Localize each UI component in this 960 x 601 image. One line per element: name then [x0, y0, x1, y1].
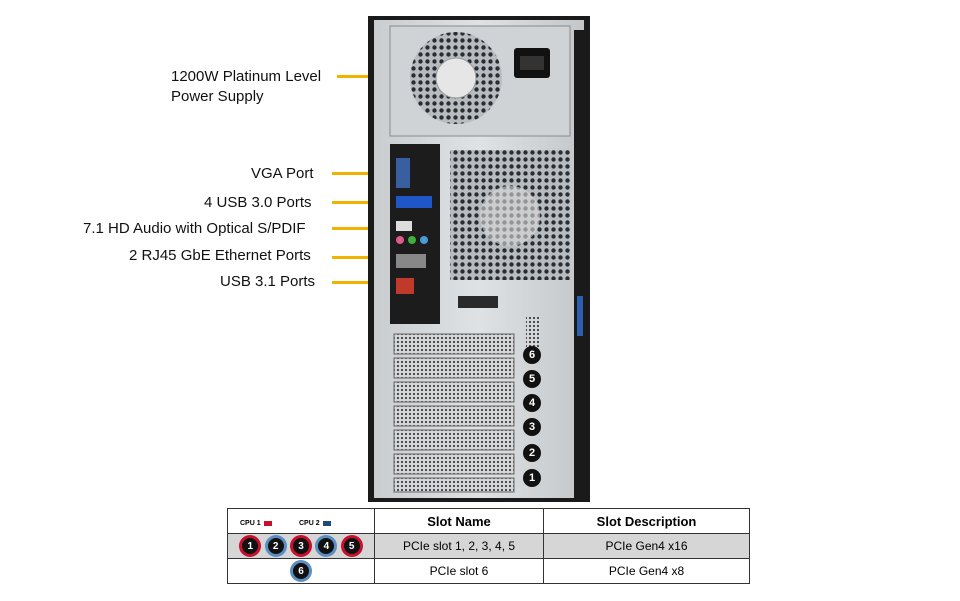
- slot-badge-3: 3: [523, 418, 541, 436]
- callout-power-supply-line1: 1200W Platinum Level: [171, 68, 322, 85]
- row1-slot-name: PCIe slot 1, 2, 3, 4, 5: [374, 533, 544, 559]
- row1-badges: 1 2 3 4 5: [227, 533, 375, 559]
- table-badge: 1: [242, 538, 259, 554]
- cpu2-legend: CPU 2: [299, 520, 331, 527]
- cpu2-legend-label: CPU 2: [298, 520, 320, 527]
- callout-usb30: 4 USB 3.0 Ports: [204, 194, 312, 211]
- callout-power-supply: 1200W Platinum Level Power Supply: [171, 67, 321, 107]
- pcie-slot-table: CPU 1 CPU 2 Slot Name Slot Description 1…: [227, 508, 750, 584]
- row2-slot-name: PCIe slot 6: [374, 558, 544, 584]
- row2-badges: 6: [227, 558, 375, 584]
- slot-badge-6: 6: [523, 346, 541, 364]
- slot-badge-2: 2: [523, 444, 541, 462]
- cpu1-legend-label: CPU 1: [240, 520, 261, 527]
- callout-ethernet: 2 RJ45 GbE Ethernet Ports: [129, 247, 311, 264]
- header-slot-name: Slot Name: [374, 508, 544, 534]
- table-badge: 3: [293, 538, 309, 554]
- table-header-row: CPU 1 CPU 2 Slot Name Slot Description: [227, 508, 750, 534]
- cpu1-legend: CPU 1: [240, 520, 272, 527]
- server-chassis-rear-view: 6 5 4 3 2 1: [368, 16, 590, 502]
- callout-line-usb31: [332, 281, 392, 284]
- table-badge: 6: [293, 563, 309, 579]
- table-row: 1 2 3 4 5 PCIe slot 1, 2, 3, 4, 5 PCIe G…: [227, 533, 750, 559]
- chassis-drawing: [368, 16, 590, 502]
- slot-badge-1: 1: [523, 469, 541, 487]
- callout-line-usb30: [332, 201, 392, 204]
- slot-badge-4: 4: [523, 394, 541, 412]
- callout-power-supply-line2: Power Supply: [171, 88, 264, 105]
- header-slot-description: Slot Description: [543, 508, 750, 534]
- table-badge: 4: [318, 538, 335, 554]
- cpu1-swatch: [263, 521, 272, 526]
- callout-vga: VGA Port: [251, 165, 314, 182]
- callout-line-audio: [332, 227, 392, 230]
- table-badge: 2: [267, 538, 284, 554]
- row1-slot-description: PCIe Gen4 x16: [543, 533, 750, 559]
- callout-audio: 7.1 HD Audio with Optical S/PDIF: [83, 220, 306, 237]
- row2-slot-description: PCIe Gen4 x8: [543, 558, 750, 584]
- cpu-legend-cell: CPU 1 CPU 2: [227, 508, 375, 534]
- callout-line-ethernet: [332, 256, 392, 259]
- table-badge: 5: [343, 538, 360, 554]
- blue-latch: [577, 296, 583, 336]
- callout-line-vga: [332, 172, 392, 175]
- table-row: 6 PCIe slot 6 PCIe Gen4 x8: [227, 558, 750, 584]
- cpu2-swatch: [322, 521, 331, 526]
- callout-usb31: USB 3.1 Ports: [220, 273, 316, 290]
- pcie-slot-covers: [393, 333, 515, 493]
- slot-badge-5: 5: [523, 370, 541, 388]
